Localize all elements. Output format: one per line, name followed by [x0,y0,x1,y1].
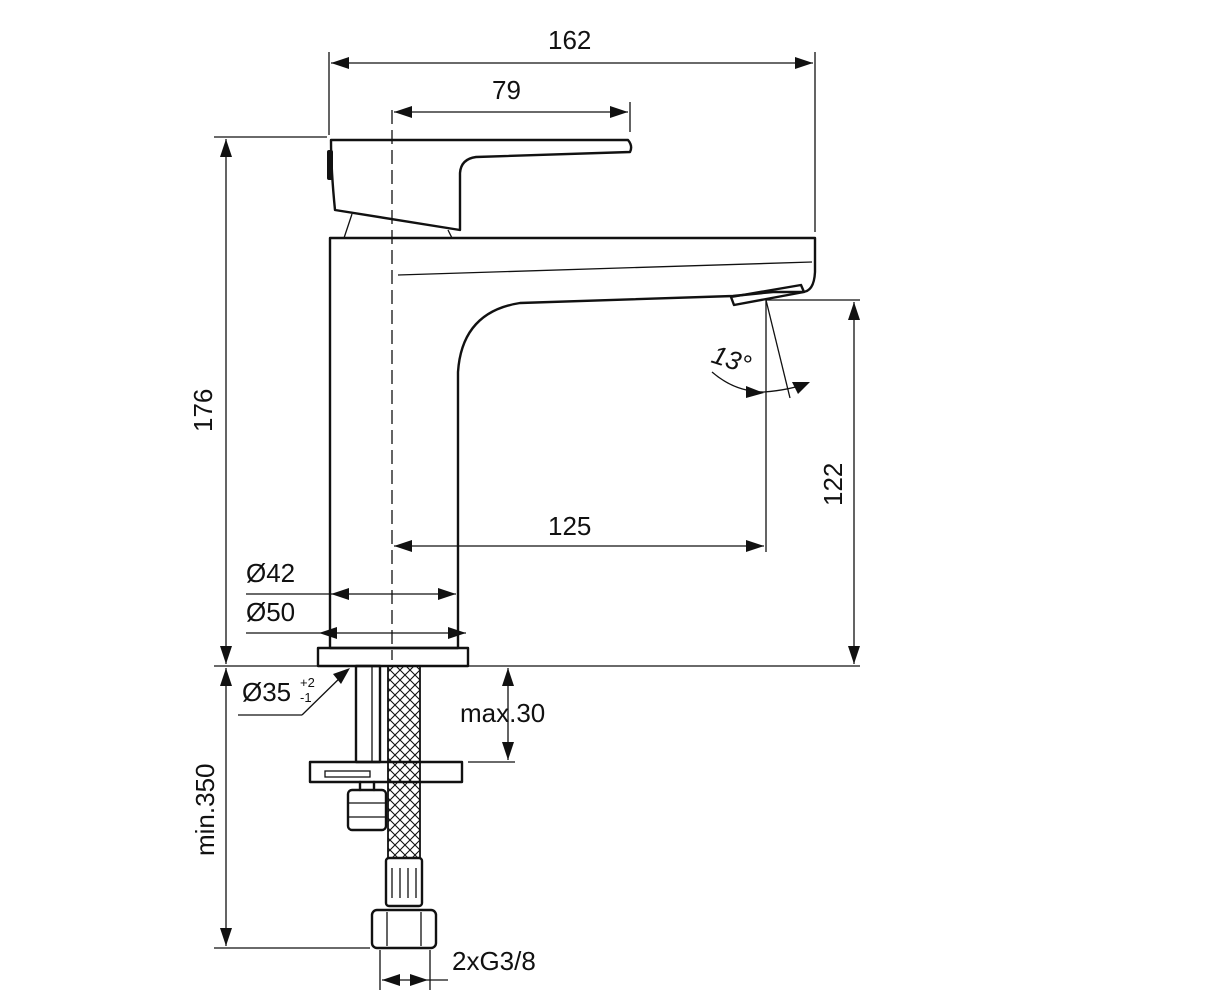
dim-total-length: 162 [548,25,591,55]
dim-lever-length: 79 [492,75,521,105]
dim-hole-diameter: Ø35 [242,677,291,707]
dim-body-diameter: Ø42 [246,558,295,588]
dim-connection: 2xG3/8 [452,946,536,976]
dim-max-thickness: max.30 [460,698,545,728]
dim-hole-tolerance-minus: -1 [300,690,312,705]
faucet-body [316,138,817,668]
mounting-hardware [308,664,464,950]
dim-total-height: 176 [188,389,218,432]
dim-spout-height: 122 [818,463,848,506]
dim-spout-reach: 125 [548,511,591,541]
dim-hole-tolerance-plus: +2 [300,675,315,690]
dimension-lines [214,52,860,990]
dim-angle: 13° [708,339,755,380]
dim-hose-length: min.350 [190,764,220,857]
dim-base-diameter: Ø50 [246,597,295,627]
